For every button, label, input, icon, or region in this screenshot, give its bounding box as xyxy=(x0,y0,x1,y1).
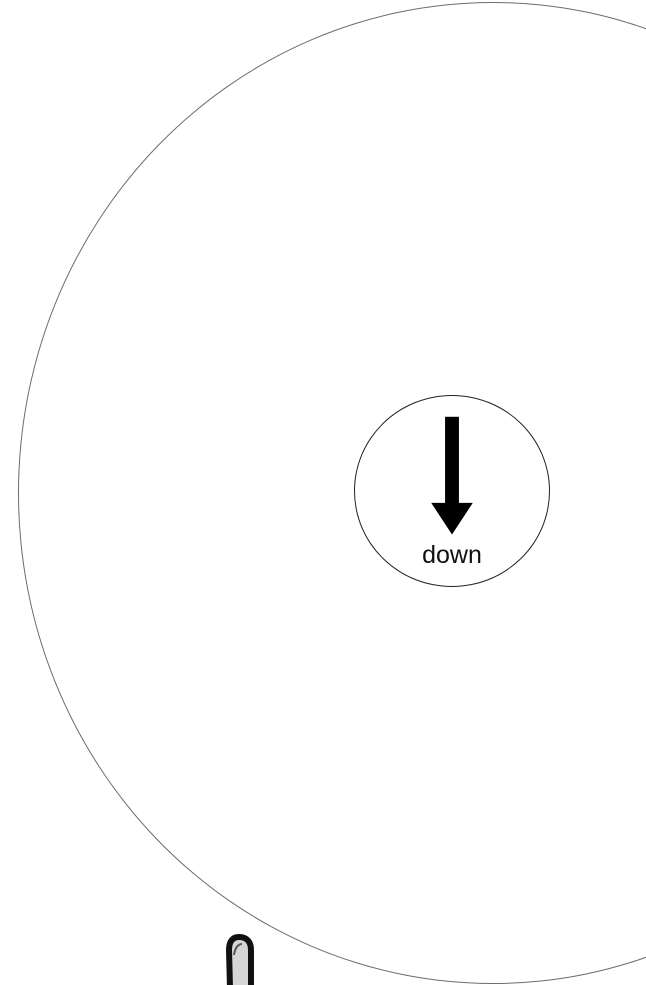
outer-ring xyxy=(18,2,646,984)
hand-pointer-icon xyxy=(214,930,268,985)
down-button[interactable]: down xyxy=(354,395,550,587)
down-button-label: down xyxy=(355,541,549,569)
